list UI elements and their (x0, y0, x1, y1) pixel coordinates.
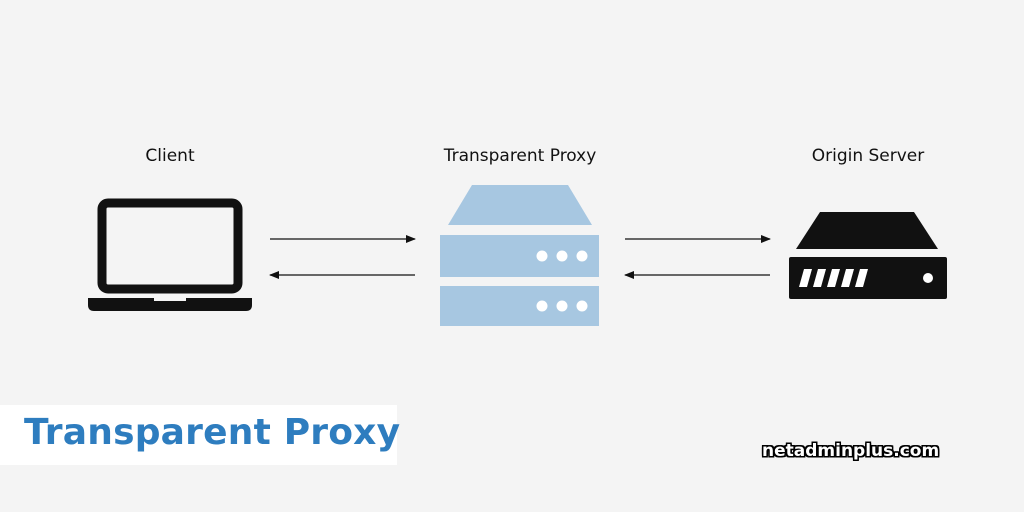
server-icon (789, 212, 947, 299)
title-banner: Transparent Proxy (0, 405, 401, 465)
laptop-icon (88, 198, 252, 311)
proxy-server-icon (440, 185, 599, 326)
page-title: Transparent Proxy (24, 412, 401, 453)
origin-server-label: Origin Server (811, 146, 925, 166)
watermark-text: netadminplus.com (762, 441, 940, 461)
transparent-proxy-label: Transparent Proxy (443, 146, 597, 166)
client-label: Client (145, 146, 195, 166)
